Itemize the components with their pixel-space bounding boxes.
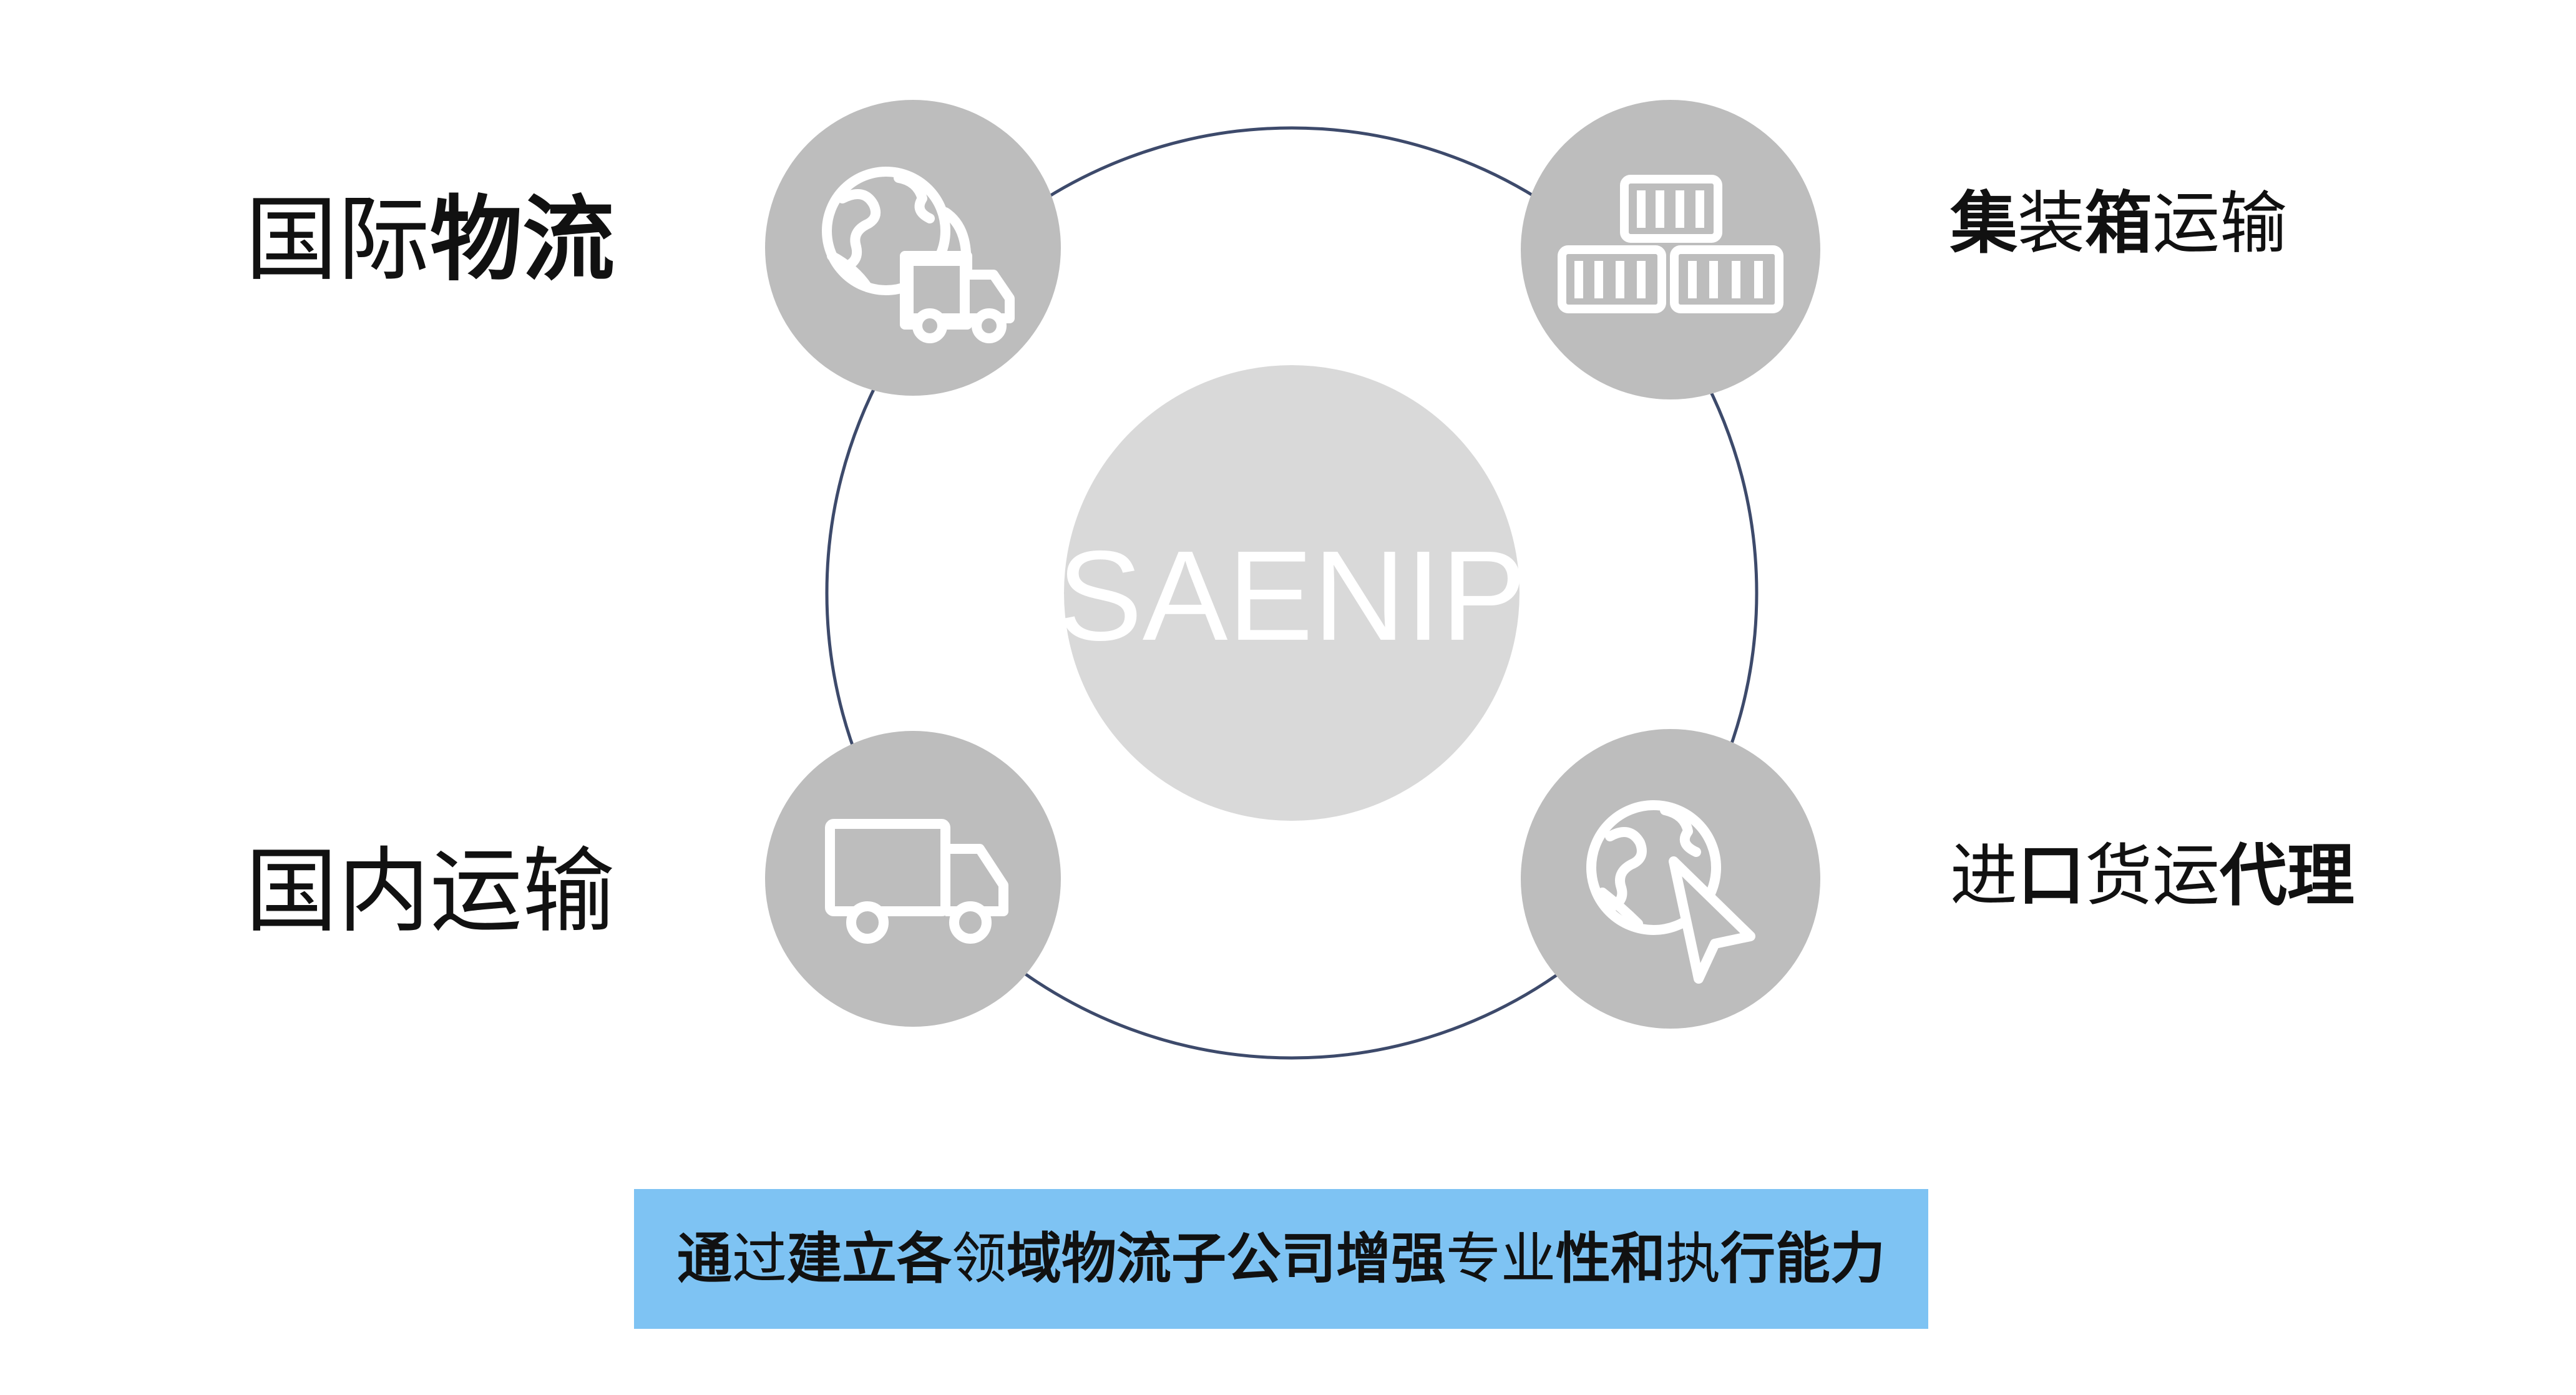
node-container-label-part-3: 箱 bbox=[2085, 185, 2153, 263]
node-import-label-part-2: 口 bbox=[2017, 837, 2086, 915]
node-container-label-part-2: 装 bbox=[2017, 185, 2086, 263]
node-container-label: 集装箱运输 bbox=[1950, 190, 2287, 258]
node-intl-label-part-1: 国际 bbox=[245, 186, 430, 293]
center-label: SAENIP bbox=[1057, 524, 1526, 667]
banner-text-part: 建立各 bbox=[786, 1226, 952, 1291]
summary-banner-text: 通过建立各领域物流子公司增强专业性和执行能力 bbox=[677, 1231, 1885, 1286]
node-intl-circle bbox=[765, 100, 1061, 396]
node-import-circle bbox=[1521, 729, 1820, 1029]
node-import bbox=[1521, 729, 1820, 1029]
node-container bbox=[1521, 100, 1820, 399]
node-domestic-circle bbox=[765, 731, 1061, 1027]
node-import-label: 进口货运代理 bbox=[1950, 843, 2354, 910]
node-domestic bbox=[765, 731, 1061, 1027]
node-intl-label: 国际物流 bbox=[245, 193, 615, 286]
banner-text-part: 域物流子公司增强 bbox=[1006, 1226, 1446, 1291]
banner-text-part: 通 bbox=[676, 1226, 732, 1291]
banner-text-part: 性和 bbox=[1556, 1226, 1666, 1291]
node-domestic-label: 国内运输 bbox=[245, 845, 615, 937]
connector-ring bbox=[825, 126, 1759, 1060]
banner-text-part: 执 bbox=[1666, 1226, 1721, 1291]
node-container-label-part-1: 集 bbox=[1950, 185, 2018, 263]
node-import-label-part-3: 货运 bbox=[2085, 837, 2220, 915]
globe-cursor-icon bbox=[1586, 800, 1755, 984]
banner-text-part: 领 bbox=[951, 1226, 1007, 1291]
node-import-label-part-4: 代理 bbox=[2220, 837, 2355, 915]
node-container-label-part-4: 运输 bbox=[2152, 185, 2288, 263]
banner-text-part: 专业 bbox=[1446, 1226, 1556, 1291]
center-hub: SAENIP bbox=[1057, 365, 1526, 821]
node-intl-label-part-2: 物流 bbox=[430, 186, 615, 293]
node-container-circle bbox=[1521, 100, 1820, 399]
node-import-label-part-1: 进 bbox=[1950, 837, 2018, 915]
node-domestic-label-part-1: 国内运输 bbox=[245, 838, 615, 945]
center-circle bbox=[1064, 365, 1520, 821]
truck-icon bbox=[825, 819, 1008, 944]
banner-text-part: 行能力 bbox=[1720, 1226, 1886, 1291]
node-intl bbox=[765, 100, 1061, 396]
shipping-containers-icon bbox=[1558, 175, 1783, 313]
banner-text-part: 过 bbox=[731, 1226, 787, 1291]
summary-banner: 通过建立各领域物流子公司增强专业性和执行能力 bbox=[634, 1189, 1928, 1329]
globe-truck-icon bbox=[822, 167, 1015, 343]
